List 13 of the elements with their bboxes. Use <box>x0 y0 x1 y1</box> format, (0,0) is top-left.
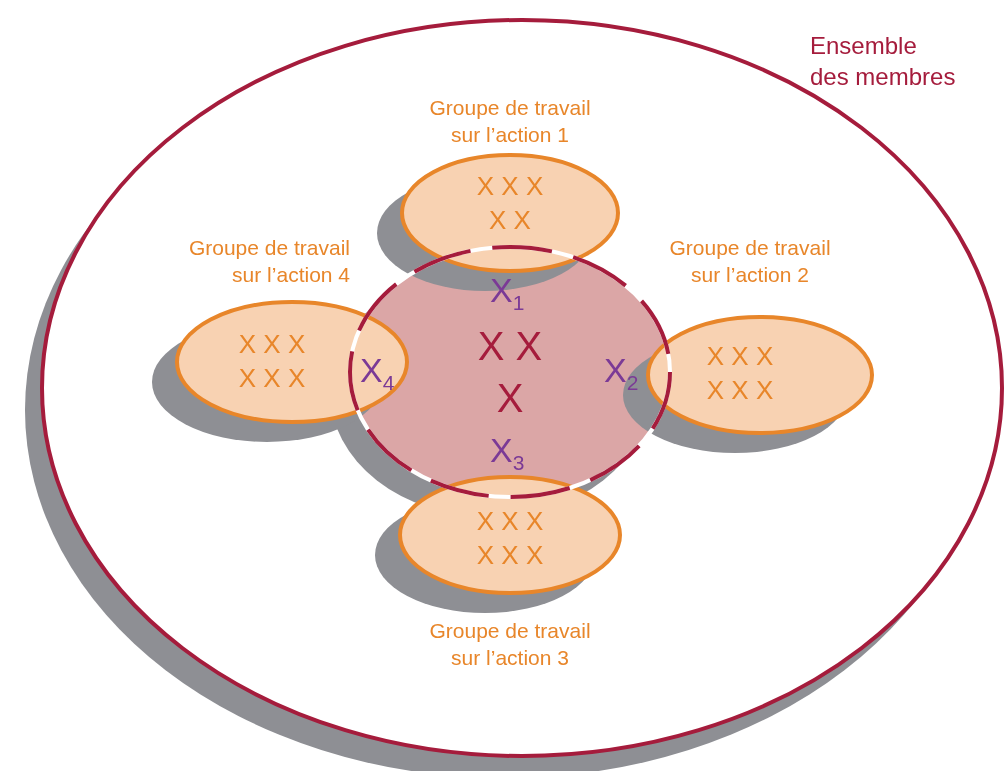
group-title: Groupe de travail sur l’action 1 <box>428 95 592 149</box>
group-title: Groupe de travail sur l’action 4 <box>187 235 350 289</box>
member-mark: X$_{2}$ <box>604 352 639 396</box>
group-title: Ensemble des membres <box>810 31 957 93</box>
member-marks: X X X <box>476 323 544 422</box>
member-marks: X X X X X X <box>475 505 545 572</box>
group-title: Groupe de travail sur l’action 2 <box>668 235 832 289</box>
member-mark: X$_{3}$ <box>490 432 525 476</box>
member-mark: X$_{4}$ <box>360 352 395 396</box>
member-marks: X X X X X <box>475 170 545 237</box>
member-marks: X X X X X X <box>237 328 307 395</box>
member-marks: X X X X X X <box>705 340 775 407</box>
group-title: Groupe de travail sur l’action 3 <box>428 618 592 672</box>
